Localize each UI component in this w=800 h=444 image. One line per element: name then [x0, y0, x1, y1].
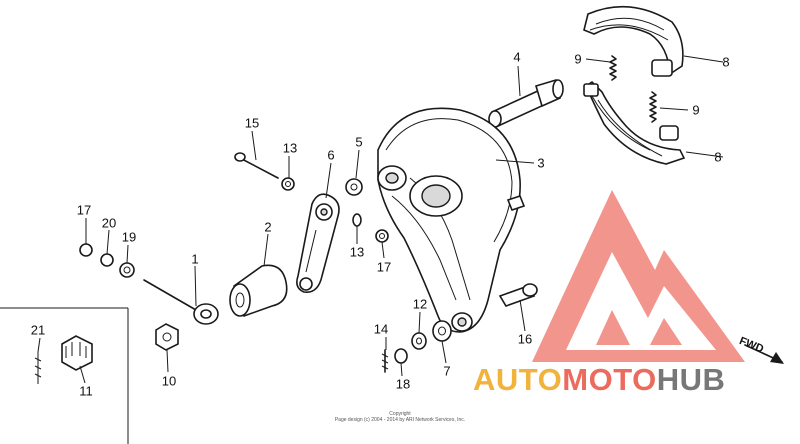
callout-8-upper: 8	[722, 54, 730, 70]
callout-17-left: 17	[76, 202, 92, 218]
castle-nut-11	[61, 335, 93, 371]
callout-21: 21	[30, 322, 46, 338]
callout-4: 4	[513, 49, 521, 65]
brake-shoe-lower	[583, 80, 686, 165]
callout-20: 20	[101, 215, 117, 231]
callout-18: 18	[395, 376, 411, 392]
watermark-word-moto: MOTO	[562, 362, 657, 397]
callout-12: 12	[412, 296, 428, 312]
nut-10	[155, 323, 179, 351]
callout-17-right: 17	[376, 259, 392, 275]
nut-17-left	[79, 243, 93, 257]
callout-1: 1	[191, 251, 199, 267]
cotter-pin-21	[34, 352, 42, 384]
brake-panel	[377, 107, 526, 333]
watermark-logo-triangle	[532, 190, 745, 362]
callout-9-upper: 9	[574, 51, 582, 67]
cotter-pin-14	[381, 349, 389, 373]
brake-arm	[296, 193, 340, 293]
callout-6: 6	[327, 147, 335, 163]
pin-15	[234, 152, 279, 179]
washer-7	[432, 320, 452, 342]
callout-5: 5	[355, 134, 363, 150]
copyright-line-1: Copyright	[389, 411, 411, 417]
washer-19	[119, 262, 135, 278]
callout-16: 16	[517, 331, 533, 347]
collar	[229, 264, 288, 318]
adjuster-bolt	[143, 279, 219, 325]
washer-20	[100, 253, 114, 267]
callout-8-lower: 8	[714, 149, 722, 165]
copyright-line-2: Page design (c) 2004 - 2014 by ARI Netwo…	[334, 417, 466, 423]
brake-cam-shaft	[488, 78, 564, 128]
leader-lines	[37, 55, 724, 384]
watermark-wordmark: AUTOMOTOHUB	[473, 362, 725, 398]
callout-15: 15	[244, 115, 260, 131]
nut-18	[394, 348, 408, 364]
callout-14: 14	[373, 321, 389, 337]
bolt-16	[498, 283, 538, 307]
callout-19: 19	[121, 229, 137, 245]
copyright-notice: Copyright Page design (c) 2004 - 2014 by…	[220, 411, 580, 423]
inset-frame	[0, 307, 129, 444]
washer-5	[345, 178, 363, 196]
spring-lower	[649, 91, 657, 123]
brake-shoe-upper	[583, 5, 684, 77]
callout-11: 11	[79, 383, 93, 399]
forward-arrow-icon	[744, 344, 784, 364]
callout-7: 7	[443, 363, 451, 379]
callout-13-upper: 13	[282, 140, 298, 156]
callout-13-lower: 13	[349, 244, 365, 260]
watermark-word-hub: HUB	[656, 362, 726, 397]
callout-3: 3	[537, 155, 545, 171]
washer-12	[411, 332, 427, 350]
callout-10: 10	[161, 373, 177, 389]
nut-17-right	[375, 229, 389, 243]
callout-9-lower: 9	[692, 102, 700, 118]
washer-13-lower	[352, 213, 362, 227]
spring-upper	[609, 55, 617, 81]
watermark-word-auto: AUTO	[473, 362, 563, 397]
callout-2: 2	[264, 219, 272, 235]
nut-13-upper	[281, 177, 295, 191]
